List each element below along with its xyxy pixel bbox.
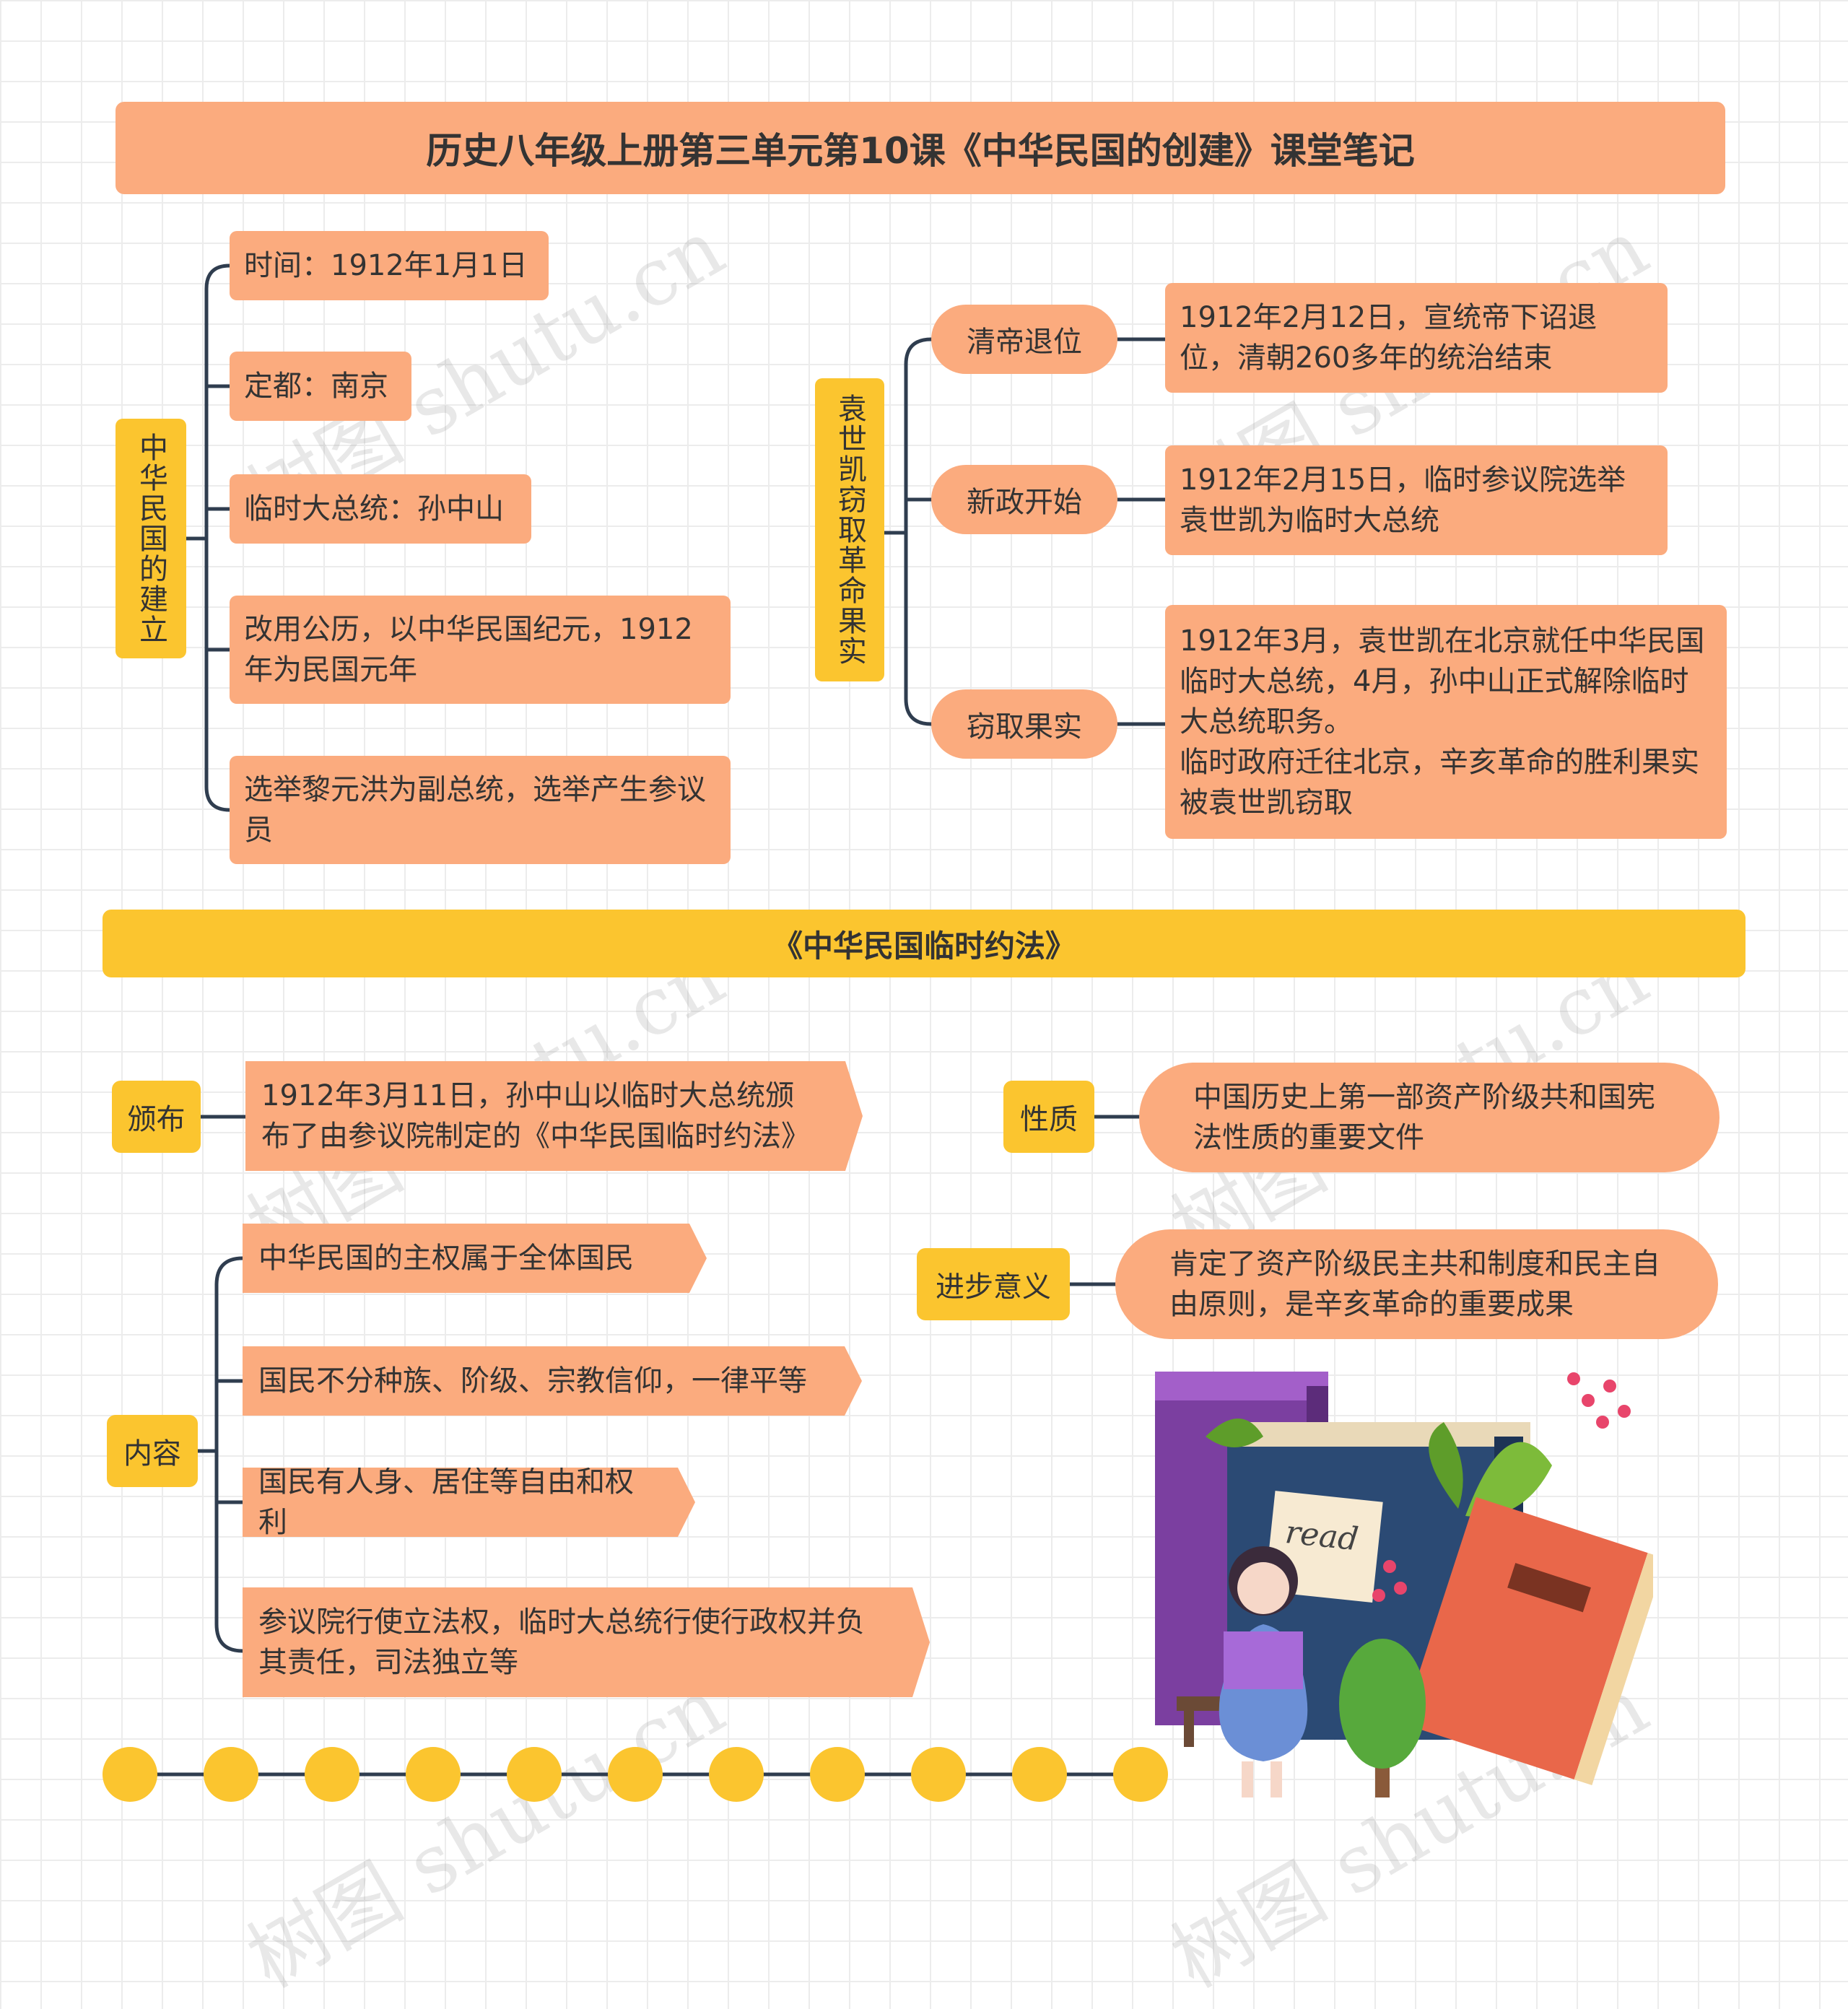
yuan-label: 袁世凯窃取革命果实	[815, 378, 884, 681]
reading-illustration: read	[1155, 1372, 1653, 1797]
founding-item: 临时大总统：孙中山	[230, 474, 531, 544]
content-item: 国民有人身、居住等自由和权利	[243, 1468, 695, 1537]
nature-label: 性质	[1003, 1081, 1094, 1153]
note-text: read	[1283, 1514, 1360, 1558]
page-title: 历史八年级上册第三单元第10课《中华民国的创建》课堂笔记	[116, 102, 1725, 194]
content-item: 参议院行使立法权，临时大总统行使行政权并负其责任，司法独立等	[243, 1587, 930, 1697]
yuan-branch: 清帝退位	[931, 305, 1117, 374]
yuan-detail: 1912年2月15日，临时参议院选举袁世凯为临时大总统	[1165, 445, 1668, 555]
nature-detail: 中国历史上第一部资产阶级共和国宪法性质的重要文件	[1139, 1063, 1720, 1172]
yuan-detail: 1912年3月，袁世凯在北京就任中华民国临时大总统，4月，孙中山正式解除临时大总…	[1165, 605, 1727, 839]
significance-detail: 肯定了资产阶级民主共和制度和民主自由原则，是辛亥革命的重要成果	[1115, 1229, 1718, 1339]
promulgation-detail: 1912年3月11日，孙中山以临时大总统颁布了由参议院制定的《中华民国临时约法》	[245, 1061, 863, 1171]
founding-item: 改用公历，以中华民国纪元，1912年为民国元年	[230, 596, 731, 704]
timeline-dots	[103, 1747, 1168, 1802]
yuan-detail: 1912年2月12日，宣统帝下诏退位，清朝260多年的统治结束	[1165, 283, 1668, 393]
content-label: 内容	[107, 1415, 198, 1487]
founding-label: 中华民国的建立	[116, 419, 186, 658]
content-item: 国民不分种族、阶级、宗教信仰，一律平等	[243, 1346, 862, 1416]
content-item: 中华民国的主权属于全体国民	[243, 1224, 707, 1293]
significance-label: 进步意义	[917, 1248, 1070, 1320]
founding-item: 定都：南京	[230, 352, 411, 421]
founding-item: 时间：1912年1月1日	[230, 231, 549, 300]
founding-item: 选举黎元洪为副总统，选举产生参议员	[230, 756, 731, 864]
section-title: 《中华民国临时约法》	[103, 910, 1745, 977]
yuan-branch: 新政开始	[931, 465, 1117, 534]
promulgation-label: 颁布	[112, 1081, 201, 1153]
yuan-branch: 窃取果实	[931, 689, 1117, 759]
